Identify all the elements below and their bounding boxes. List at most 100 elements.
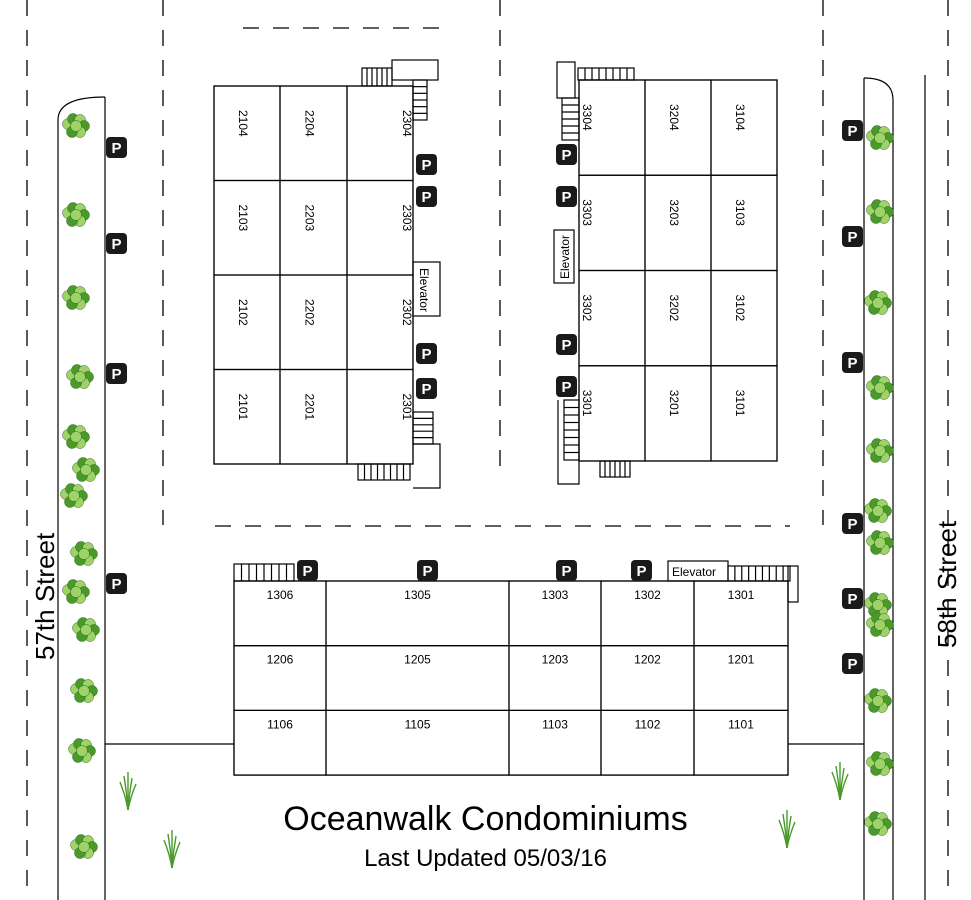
shrub-icon — [866, 530, 894, 555]
unit-label: 2102 — [236, 299, 250, 326]
parking-label: P — [561, 189, 571, 206]
unit-2204: 2204 — [279, 85, 348, 182]
parking-label: P — [561, 147, 571, 164]
unit-3304: 3304 — [578, 79, 646, 176]
unit-2301: 2301 — [346, 368, 414, 465]
parking-icon: P — [106, 137, 127, 158]
unit-3301: 3301 — [578, 365, 646, 462]
unit-label: 3304 — [580, 104, 594, 131]
unit-1102: 1102 — [600, 709, 695, 776]
unit-label: 2204 — [303, 110, 317, 137]
street-label-57th: 57th Street — [30, 532, 60, 660]
shrub-icon — [864, 688, 892, 713]
unit-label: 3204 — [667, 104, 681, 131]
unit-label: 3104 — [733, 104, 747, 131]
unit-3202: 3202 — [644, 269, 712, 367]
elevator-label: Elevator — [672, 565, 716, 579]
unit-1301: 1301 — [693, 580, 789, 647]
unit-2203: 2203 — [279, 179, 348, 276]
parking-label: P — [421, 157, 431, 174]
unit-3104: 3104 — [710, 79, 778, 176]
unit-label: 1202 — [634, 653, 661, 667]
unit-label: 1205 — [404, 653, 431, 667]
shrub-icon — [866, 612, 894, 637]
unit-1305: 1305 — [325, 580, 510, 647]
unit-label: 3102 — [733, 295, 747, 322]
roads — [26, 0, 949, 900]
unit-label: 2302 — [400, 299, 414, 326]
parking-label: P — [422, 563, 432, 580]
unit-label: 1105 — [405, 717, 431, 731]
stairs — [233, 59, 799, 603]
unit-label: 3203 — [667, 199, 681, 226]
stairs-icon — [357, 463, 411, 481]
unit-label: 1203 — [542, 653, 569, 667]
unit-label: 3301 — [580, 390, 594, 417]
unit-label: 2304 — [400, 110, 414, 137]
shrub-icon — [866, 438, 894, 463]
unit-label: 2101 — [236, 394, 250, 421]
unit-2104: 2104 — [213, 85, 281, 182]
parking-label: P — [636, 563, 646, 580]
unit-label: 1305 — [404, 588, 431, 602]
unit-1303: 1303 — [508, 580, 602, 647]
shrub-icon — [68, 738, 96, 763]
parking-icon: P — [631, 560, 652, 581]
unit-1103: 1103 — [508, 709, 602, 776]
parking-icon: P — [106, 573, 127, 594]
unit-label: 3101 — [733, 390, 747, 417]
parking-label: P — [302, 563, 312, 580]
map-subtitle: Last Updated 05/03/16 — [364, 845, 607, 872]
stairs-icon — [391, 59, 439, 81]
parking-label: P — [421, 381, 431, 398]
parking-label: P — [111, 140, 121, 157]
parking-icon: P — [842, 352, 863, 373]
shrub-icon — [866, 751, 894, 776]
unit-label: 2202 — [303, 299, 317, 326]
shrub-icon — [62, 579, 90, 604]
parking-label: P — [847, 591, 857, 608]
shrub-icon — [70, 834, 98, 859]
unit-3303: 3303 — [578, 174, 646, 272]
unit-label: 2303 — [400, 205, 414, 232]
parking-icon: P — [417, 560, 438, 581]
unit-label: 1302 — [634, 588, 661, 602]
unit-label: 1301 — [728, 588, 755, 602]
unit-1203: 1203 — [508, 645, 602, 712]
shrub-icon — [866, 125, 894, 150]
parking-icon: P — [842, 588, 863, 609]
shrub-icon — [62, 285, 90, 310]
grass-icon — [831, 762, 849, 801]
elevator: Elevator — [412, 261, 441, 317]
parking-icon: P — [556, 560, 577, 581]
unit-2202: 2202 — [279, 274, 348, 371]
unit-1101: 1101 — [693, 709, 789, 776]
unit-3203: 3203 — [644, 174, 712, 272]
unit-1302: 1302 — [600, 580, 695, 647]
parking-icon: P — [556, 144, 577, 165]
unit-1106: 1106 — [233, 709, 327, 776]
stairs-icon — [561, 97, 580, 141]
street-label-58th: 58th Street — [932, 520, 962, 648]
parking-label: P — [847, 123, 857, 140]
unit-2304: 2304 — [346, 85, 414, 182]
grass-icon — [119, 772, 137, 811]
shrub-icon — [864, 290, 892, 315]
unit-label: 1306 — [267, 588, 294, 602]
unit-2302: 2302 — [346, 274, 414, 371]
elevator: Elevator — [667, 560, 729, 582]
map-title: Oceanwalk Condominiums — [283, 800, 688, 838]
stairs-icon — [361, 67, 393, 87]
parking-icon: P — [297, 560, 318, 581]
unit-1201: 1201 — [693, 645, 789, 712]
unit-2101: 2101 — [213, 368, 281, 465]
unit-label: 2301 — [400, 394, 414, 421]
grass-icon — [778, 810, 796, 849]
unit-3103: 3103 — [710, 174, 778, 272]
stairs-icon — [727, 565, 791, 582]
grass-icon — [163, 830, 181, 869]
parking-icon: P — [416, 378, 437, 399]
shrub-icon — [70, 541, 98, 566]
unit-3102: 3102 — [710, 269, 778, 367]
